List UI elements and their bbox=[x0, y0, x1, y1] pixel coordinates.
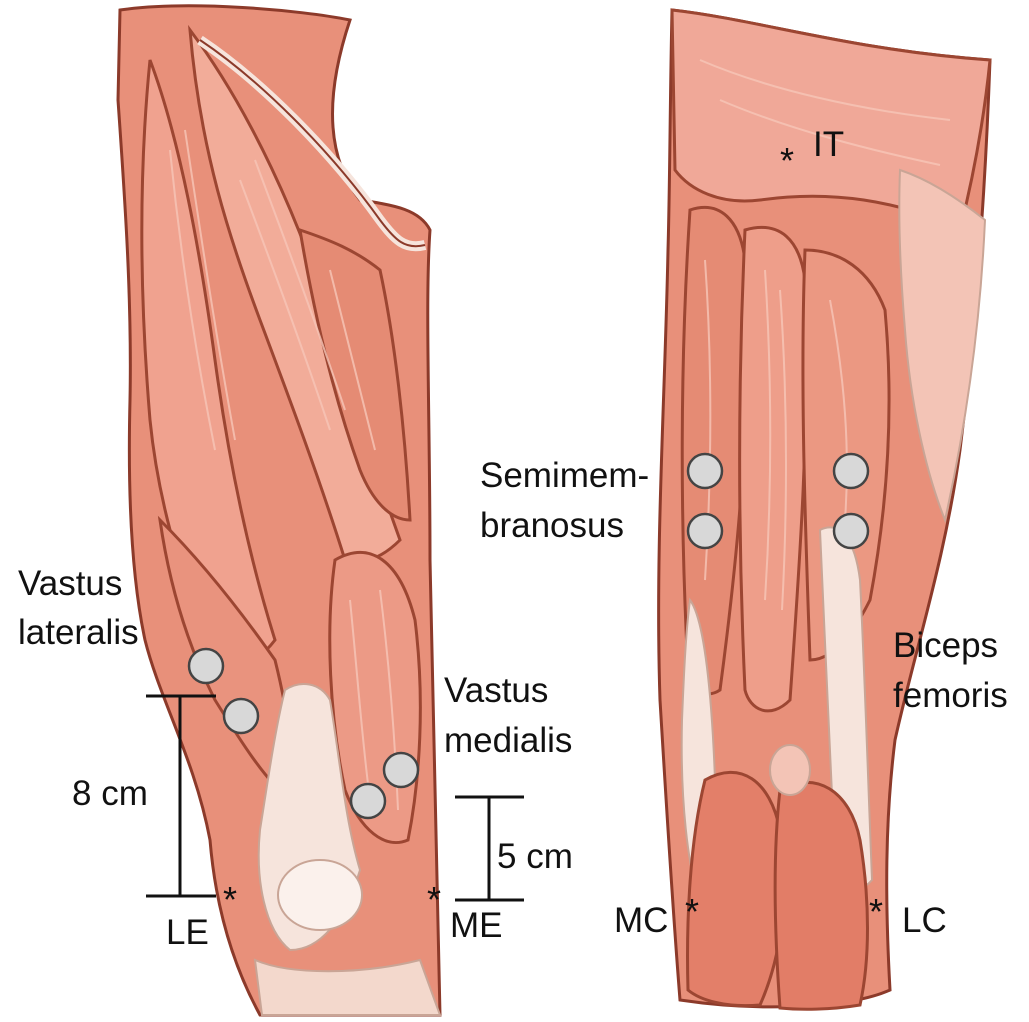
label-vastus-lateralis-line2: lateralis bbox=[18, 612, 139, 654]
label-landmark-LC: LC bbox=[902, 900, 947, 942]
label-biceps-femoris-line2: femoris bbox=[893, 675, 1008, 717]
electrode-circle-icon bbox=[351, 784, 385, 818]
electrode-circle-icon bbox=[834, 514, 868, 548]
electrode-circle-icon bbox=[688, 514, 722, 548]
electrode-circle-icon bbox=[384, 753, 418, 787]
electrode-circle-icon bbox=[189, 649, 223, 683]
label-semimembranosus-line2: branosus bbox=[480, 505, 624, 547]
label-vastus-medialis-line2: medialis bbox=[444, 720, 572, 762]
front-thigh-muscle-illustration bbox=[118, 6, 440, 1015]
landmark-asterisk-icon: * bbox=[223, 882, 237, 918]
landmark-asterisk-icon: * bbox=[685, 894, 699, 930]
landmark-asterisk-icon: * bbox=[869, 894, 883, 930]
electrode-circle-icon bbox=[688, 454, 722, 488]
label-landmark-ME: ME bbox=[450, 905, 503, 947]
label-distance-8cm: 8 cm bbox=[72, 773, 148, 815]
label-biceps-femoris-line1: Biceps bbox=[893, 625, 998, 667]
label-semimembranosus-line1: Semimem- bbox=[480, 455, 649, 497]
electrode-circle-icon bbox=[834, 454, 868, 488]
label-landmark-MC: MC bbox=[614, 900, 668, 942]
label-vastus-lateralis-line1: Vastus bbox=[18, 563, 122, 605]
landmark-asterisk-icon: * bbox=[780, 143, 794, 179]
label-landmark-LE: LE bbox=[166, 912, 209, 954]
label-vastus-medialis-line1: Vastus bbox=[444, 670, 548, 712]
electrode-circle-icon bbox=[224, 699, 258, 733]
label-landmark-IT: IT bbox=[813, 124, 844, 166]
landmark-asterisk-icon: * bbox=[427, 882, 441, 918]
label-distance-5cm: 5 cm bbox=[497, 836, 573, 878]
